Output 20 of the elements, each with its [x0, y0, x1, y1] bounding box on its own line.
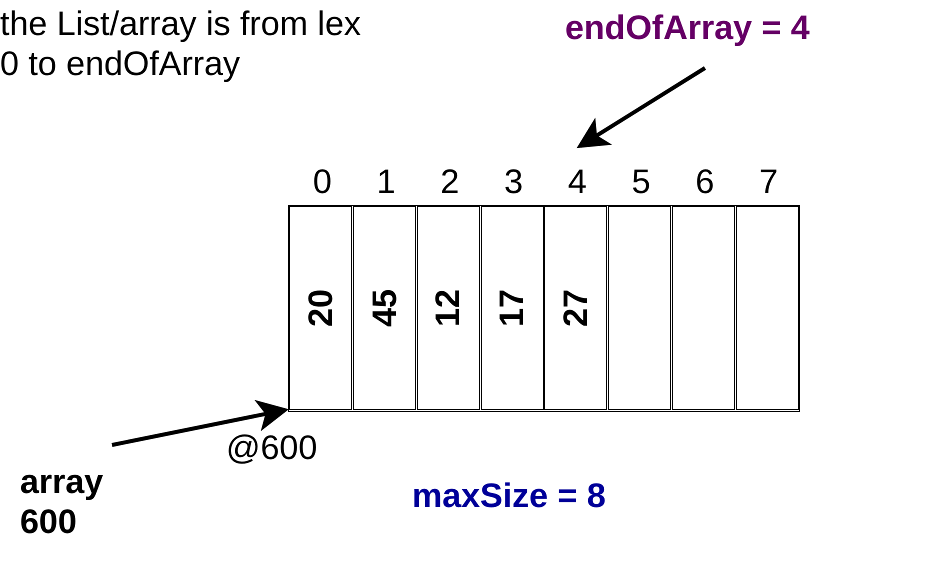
index-number: 5 — [630, 162, 652, 202]
arrow — [576, 66, 706, 148]
arrow — [112, 400, 289, 447]
size-label: maxSize = 8 — [412, 476, 607, 516]
index-number: 3 — [503, 162, 524, 202]
variable-label: array 600 — [20, 462, 104, 542]
index-number: 1 — [376, 162, 396, 202]
cell-value: 45 — [364, 289, 405, 327]
cell-value: 27 — [556, 289, 596, 327]
index-number: 2 — [439, 162, 460, 202]
pointer-label: endOfArray = 4 — [565, 8, 811, 48]
cell-value: 12 — [428, 289, 468, 327]
index-number: 6 — [694, 162, 716, 202]
index-number: 7 — [758, 162, 779, 202]
address-label: @600 — [226, 428, 318, 468]
index-number: 0 — [312, 162, 333, 202]
note-text: the List/array is from lex 0 to endOfArray — [0, 4, 362, 84]
cell-value: 20 — [300, 289, 341, 327]
cell-value: 17 — [492, 289, 532, 327]
index-number: 4 — [566, 162, 588, 202]
